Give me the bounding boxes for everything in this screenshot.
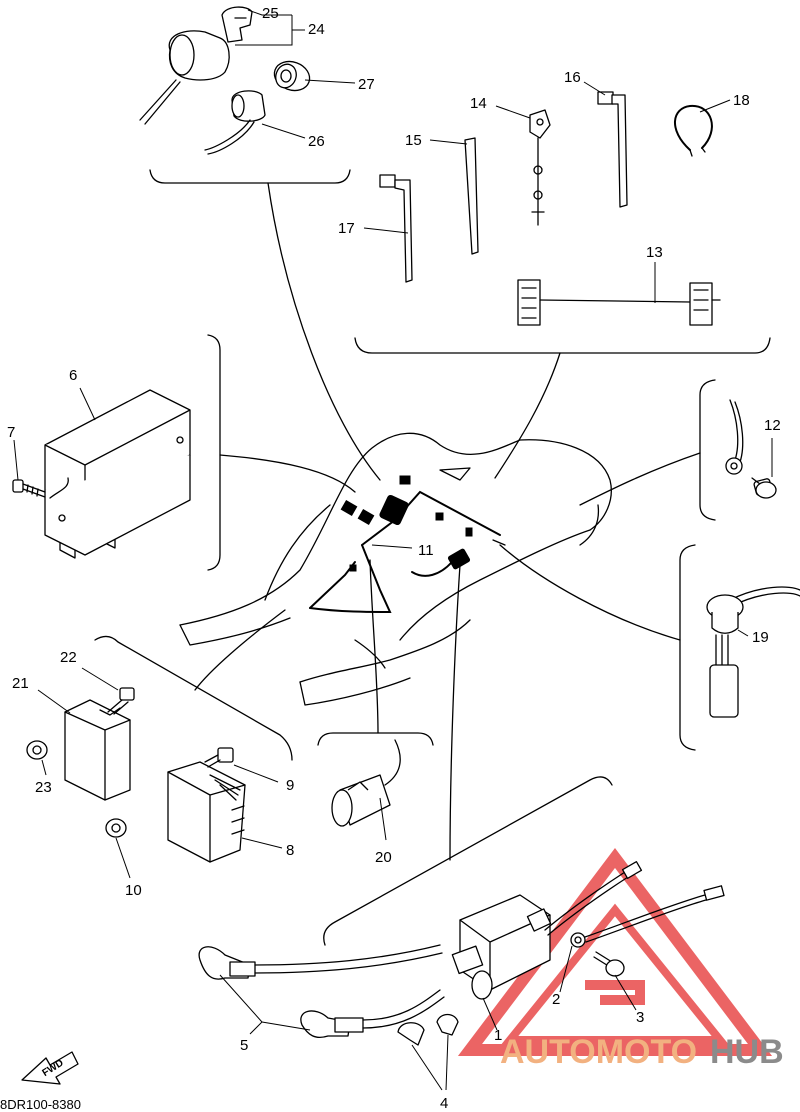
callout-numbers: 1 2 3 4 5 6 7 8 9 10 11 12 13 14 15 16 1… bbox=[7, 5, 781, 1112]
watermark-brand-part2: HUB bbox=[710, 1033, 784, 1071]
vehicle-frame bbox=[179, 432, 612, 706]
diagram-code: 8DR100-8380 bbox=[0, 1097, 81, 1112]
callout-2: 2 bbox=[552, 991, 560, 1008]
bolt-3 bbox=[593, 951, 625, 977]
callout-9: 9 bbox=[286, 777, 294, 794]
ecu-unit bbox=[44, 389, 191, 559]
sensor-19 bbox=[706, 586, 800, 718]
bolt-7 bbox=[12, 479, 46, 498]
bolt-22 bbox=[107, 687, 135, 715]
collar-nut bbox=[273, 60, 311, 92]
callout-15: 15 bbox=[405, 132, 422, 149]
callout-14: 14 bbox=[470, 95, 487, 112]
plug-cap-lower bbox=[300, 989, 445, 1039]
callout-21: 21 bbox=[12, 675, 29, 692]
cable-clip-14 bbox=[529, 109, 551, 226]
callout-23: 23 bbox=[35, 779, 52, 796]
ground-lead bbox=[725, 399, 744, 475]
watermark-brand-part1: AUTOMOTO bbox=[500, 1033, 697, 1071]
group-brackets bbox=[94, 169, 771, 946]
callout-16: 16 bbox=[564, 69, 581, 86]
terminal-2 bbox=[544, 861, 725, 948]
callout-11: 11 bbox=[418, 542, 434, 559]
callout-3: 3 bbox=[636, 1009, 644, 1026]
callout-1: 1 bbox=[494, 1027, 502, 1044]
band-13 bbox=[517, 279, 721, 326]
callout-27: 27 bbox=[358, 76, 375, 93]
callout-7: 7 bbox=[7, 424, 15, 441]
main-switch bbox=[139, 6, 253, 125]
callout-20: 20 bbox=[375, 849, 392, 866]
condenser-20 bbox=[331, 739, 401, 827]
callout-17: 17 bbox=[338, 220, 355, 237]
clamp-18 bbox=[674, 104, 713, 157]
callout-12: 12 bbox=[764, 417, 781, 434]
connector-lines bbox=[194, 182, 701, 861]
callout-13: 13 bbox=[646, 244, 663, 261]
callout-22: 22 bbox=[60, 649, 77, 666]
callout-24: 24 bbox=[308, 21, 325, 38]
callout-5: 5 bbox=[240, 1037, 248, 1054]
clamp-4 bbox=[397, 1013, 459, 1046]
switch-knob bbox=[204, 90, 266, 155]
relay-unit-21 bbox=[64, 699, 131, 801]
ignition-coil bbox=[451, 894, 552, 1000]
callout-6: 6 bbox=[69, 367, 77, 384]
callout-18: 18 bbox=[733, 92, 750, 109]
callout-25: 25 bbox=[262, 5, 279, 22]
cable-tie-16 bbox=[597, 91, 628, 208]
callout-4: 4 bbox=[440, 1095, 448, 1112]
bolt-9 bbox=[204, 747, 234, 768]
nut-23 bbox=[26, 740, 48, 760]
regulator-8 bbox=[167, 761, 246, 863]
bolt-12 bbox=[751, 477, 777, 499]
plug-cap-upper bbox=[198, 944, 443, 980]
cable-tie-15 bbox=[464, 137, 479, 255]
callout-10: 10 bbox=[125, 882, 142, 899]
fwd-arrow-icon: FWD bbox=[21, 1051, 79, 1085]
callout-19: 19 bbox=[752, 629, 769, 646]
callout-26: 26 bbox=[308, 133, 325, 150]
cable-tie-17 bbox=[379, 174, 413, 283]
callout-8: 8 bbox=[286, 842, 294, 859]
leader-lines bbox=[13, 9, 773, 1091]
nut-10 bbox=[105, 818, 127, 838]
